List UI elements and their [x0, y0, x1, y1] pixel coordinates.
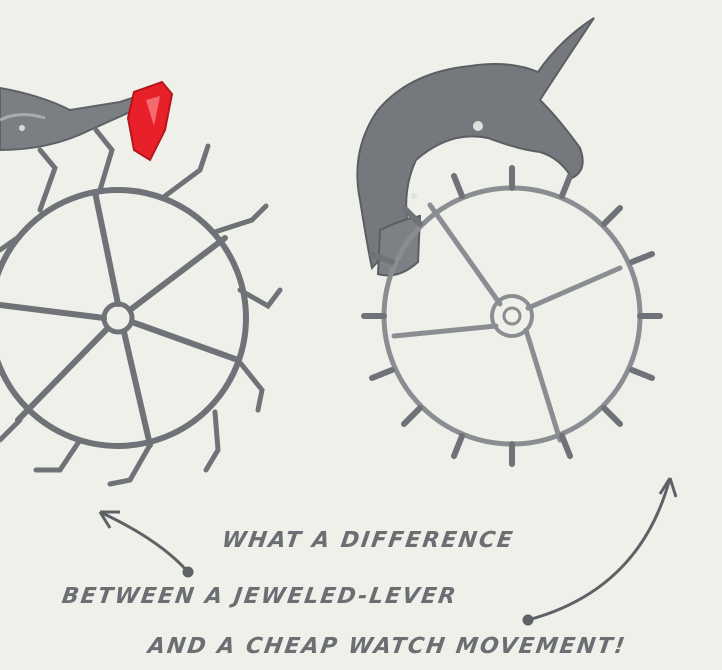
arrow-to-right-wheel [524, 478, 676, 624]
cheap-lever [357, 18, 594, 276]
caption-line-3: AND A CHEAP WATCH MOVEMENT! [146, 634, 628, 659]
caption-line-2: BETWEEN A JEWELED-LEVER [60, 584, 459, 609]
arrow-to-left-wheel [100, 512, 192, 576]
jeweled-escape-wheel [0, 130, 280, 484]
cheap-escape-wheel [364, 168, 660, 464]
red-jewel-pallet [128, 82, 172, 160]
jeweled-lever [0, 88, 138, 150]
caption-line-1: WHAT A DIFFERENCE [220, 528, 516, 553]
